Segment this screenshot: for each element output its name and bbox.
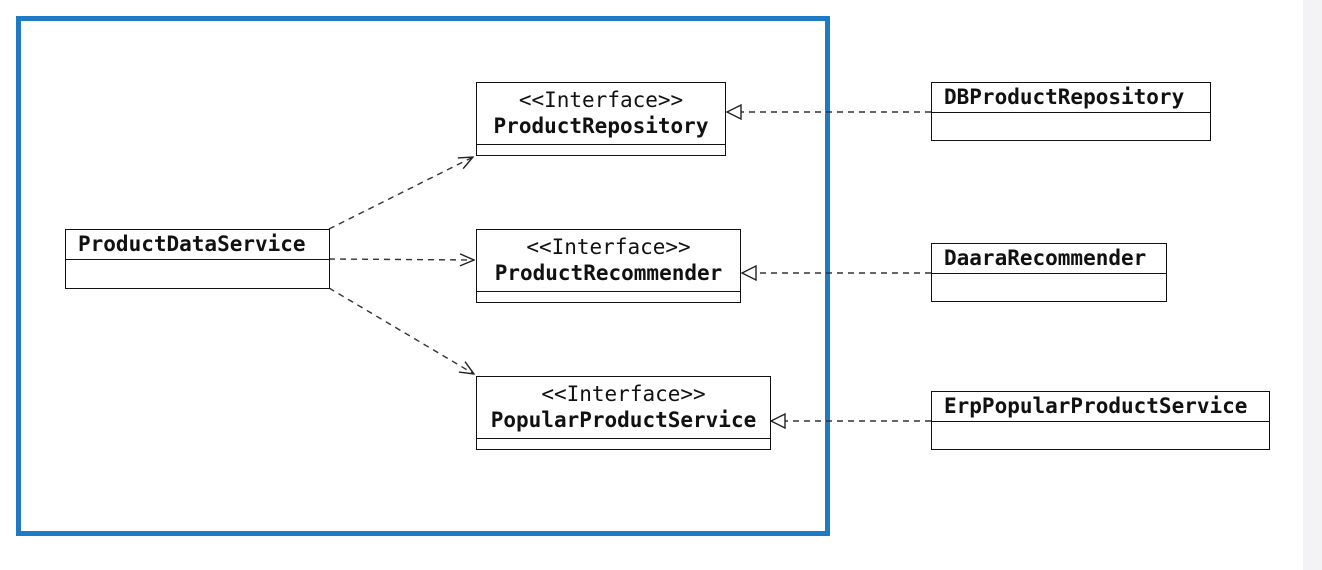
class-name: DaaraRecommender	[944, 246, 1147, 270]
class-name: ErpPopularProductService	[944, 394, 1248, 418]
dependency-edge-recommender	[328, 259, 474, 260]
class-erp-popular-product-service[interactable]: ErpPopularProductService	[931, 391, 1270, 450]
interface-name-compartment: <<Interface>> ProductRecommender	[477, 230, 740, 292]
module-boundary	[16, 16, 830, 536]
dependency-edge-repository	[328, 157, 473, 230]
stereotype-label: <<Interface>>	[526, 235, 691, 259]
class-name-compartment: ProductDataService	[66, 230, 329, 260]
class-name: DBProductRepository	[944, 85, 1185, 109]
interface-product-repository[interactable]: <<Interface>> ProductRepository	[476, 82, 726, 156]
dependency-edge-popular	[328, 287, 474, 374]
interface-popular-product-service[interactable]: <<Interface>> PopularProductService	[476, 376, 771, 450]
interface-name: ProductRecommender	[494, 261, 723, 285]
stereotype-label: <<Interface>>	[541, 382, 706, 406]
interface-name: ProductRepository	[493, 114, 709, 138]
interface-name: PopularProductService	[490, 408, 757, 432]
class-name: ProductDataService	[78, 232, 306, 256]
class-product-data-service[interactable]: ProductDataService	[65, 229, 330, 289]
class-name-compartment: ErpPopularProductService	[932, 392, 1269, 422]
class-daara-recommender[interactable]: DaaraRecommender	[931, 243, 1167, 302]
stereotype-label: <<Interface>>	[518, 88, 684, 112]
right-edge-strip	[1303, 0, 1322, 570]
class-name-compartment: DBProductRepository	[932, 83, 1210, 113]
interface-product-recommender[interactable]: <<Interface>> ProductRecommender	[476, 229, 741, 303]
interface-name-compartment: <<Interface>> PopularProductService	[477, 377, 770, 439]
class-db-product-repository[interactable]: DBProductRepository	[931, 82, 1211, 141]
interface-name-compartment: <<Interface>> ProductRepository	[477, 83, 725, 145]
class-name-compartment: DaaraRecommender	[932, 244, 1166, 274]
